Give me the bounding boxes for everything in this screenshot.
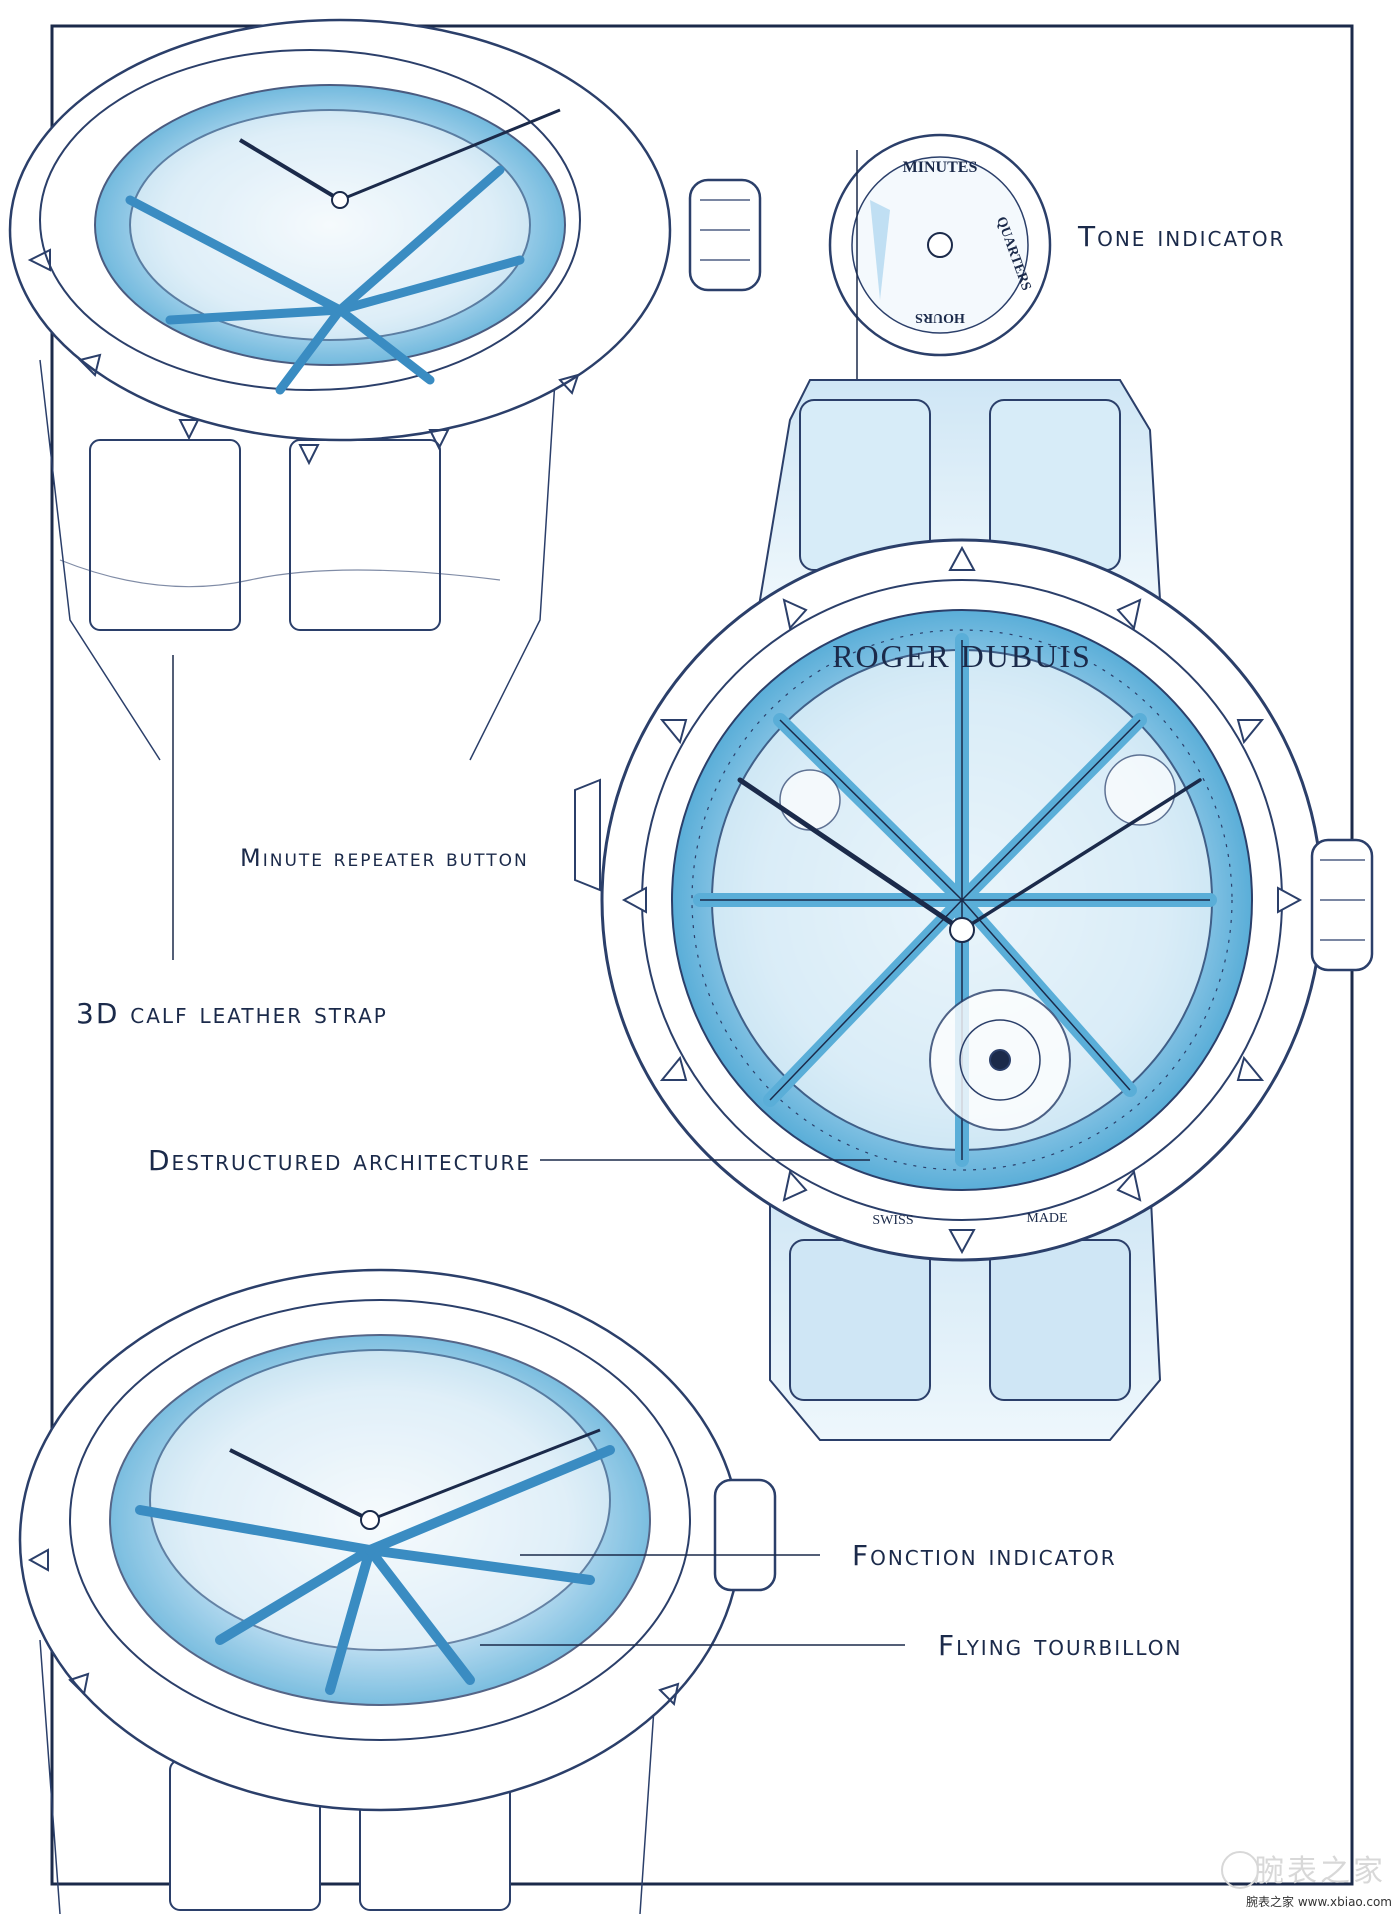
watch-sketch-top-left (8, 18, 762, 761)
brand-logo-text: ROGER DUBUIS (832, 638, 1092, 674)
function-indicator-label: Fonction indicator (852, 1539, 1117, 1572)
tone-hours-label: HOURS (915, 310, 965, 325)
architecture-label: Destructured architecture (148, 1144, 531, 1177)
tone-indicator-label: Tone indicator (1078, 220, 1286, 253)
watch-sketch-main (574, 379, 1374, 1441)
watermark-text: 腕表之家 (1254, 1854, 1386, 1889)
strap-label: 3D calf leather strap (76, 997, 388, 1030)
leader-lines (172, 655, 905, 1646)
footer-credit: 腕表之家 www.xbiao.com (1246, 1895, 1392, 1909)
watermark-logo (1221, 1851, 1259, 1889)
tone-minutes-label: MINUTES (903, 159, 978, 176)
swiss-text: SWISS (872, 1213, 913, 1228)
made-text: MADE (1026, 1211, 1067, 1226)
tourbillon-label: Flying tourbillon (938, 1629, 1183, 1662)
watch-sketch-bottom-left (18, 1268, 777, 1914)
tone-indicator-disc: MINUTES QUARTERS HOURS (828, 133, 1052, 357)
minute-repeater-button-label: Minute repeater button (240, 844, 529, 872)
